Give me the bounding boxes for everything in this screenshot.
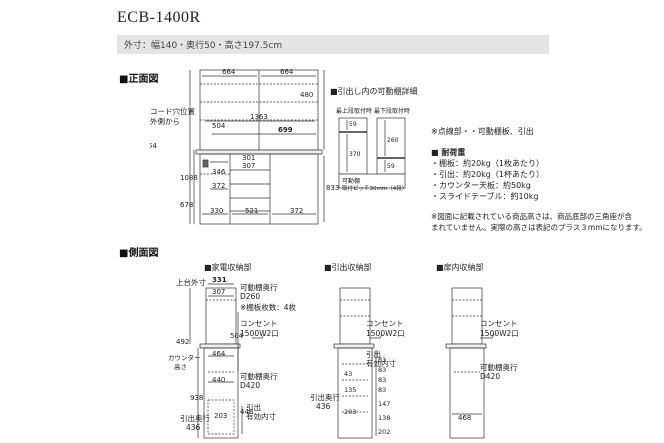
shelf-detail-drawing: 59 370 59 260 (338, 117, 406, 189)
cord-label-2: 外側から (150, 117, 180, 126)
door-storage-title: ■扉内収納部 (436, 263, 484, 272)
lower-shelf-depth-label: 可動棚奥行 (240, 372, 278, 381)
load-title: ■ 耐荷重 (431, 148, 466, 157)
notes-block: ※点線部・・可動棚板、引出 ■ 耐荷重 ・棚板：約20kg（1枚あたり） ・引出… (431, 126, 544, 202)
side-dim-203: 203 (214, 412, 227, 420)
side-dim-464: 464 (212, 350, 226, 358)
appliance-outlet-label: コンセント (240, 319, 278, 328)
appliance-drawer-depth-value: 436 (186, 423, 201, 432)
side-dim-938: 938 (190, 394, 203, 402)
detail-dim-370: 370 (349, 151, 361, 158)
dim-330: 330 (210, 207, 223, 215)
disclaimer-block: ※図面に記載されている商品高さは、商品底部の三角座が含 まれていません。実際の高… (431, 211, 647, 233)
spec-text: 外寸：幅140・奥行50・高さ197.5cm (124, 41, 283, 51)
drawer-dim-202: 202 (378, 428, 390, 436)
drawer-dim-83a: 83 (378, 386, 386, 394)
shelf-depth-value: D260 (240, 292, 261, 301)
detail-dim-260: 260 (387, 137, 399, 144)
detail-dim-59a: 59 (349, 121, 357, 128)
side-dim-504: 504 (230, 332, 244, 340)
appliance-storage-title: ■家電収納部 (204, 263, 252, 272)
drawer-dim-83c: 83 (378, 366, 386, 374)
door-shelf-depth-label: 可動棚奥行 (480, 363, 518, 372)
appliance-side-drawing: 331 307 492 504 464 440 938 203 446 (176, 276, 265, 439)
product-title: ECB-1400R (117, 9, 201, 26)
dim-372-bottom: 372 (290, 207, 303, 215)
door-side-drawing: 468 (445, 287, 495, 439)
dim-699: 699 (278, 126, 293, 134)
upper-mount-label: 最上段取付時 (336, 108, 373, 115)
shelf-count-note: ※棚板枚数：4枚 (240, 303, 297, 312)
drawer-outlet-value: 1500W2口 (366, 329, 405, 338)
lower-mount-label: 最下段取付時 (374, 108, 411, 115)
dim-833: 833 (326, 184, 339, 192)
dim-307: 307 (242, 162, 255, 170)
dim-346: 346 (212, 168, 226, 176)
drawer-side-drawing: 203 135 43 202 138 147 83 83 83 83 (333, 287, 390, 439)
counter-height-label-1: カウンター (168, 354, 201, 362)
appliance-inner-label-2: 有効内寸 (246, 412, 276, 421)
dim-678: 678 (180, 201, 193, 209)
detail-dim-59b: 59 (387, 163, 395, 170)
disclaimer-line-2: まれていません。実際の高さは表記のプラス３mmになります。 (431, 223, 647, 232)
load-item-1: ・棚板：約20kg（1枚あたり） (431, 159, 544, 168)
dim-521: 521 (245, 207, 258, 215)
side-dim-307: 307 (212, 288, 225, 296)
drawer-dim-138: 138 (378, 414, 390, 422)
side-dim-492: 492 (176, 338, 189, 346)
front-view-label: ■正面図 (119, 74, 159, 85)
dotted-note: ※点線部・・可動棚板、引出 (431, 127, 534, 136)
door-dim-468: 468 (458, 414, 471, 422)
dim-301: 301 (242, 154, 255, 162)
dim-54: 54 (150, 142, 157, 150)
dim-372: 372 (212, 182, 225, 190)
drawer-depth-label: 引出奥行 (310, 393, 340, 402)
movable-shelf-label: 可動棚 (342, 178, 361, 185)
drawer-dim-147: 147 (378, 400, 390, 408)
side-dim-440: 440 (212, 376, 225, 384)
door-outlet-value: 1500W2口 (480, 329, 519, 338)
drawer-depth-value: 436 (316, 402, 331, 411)
shelf-detail-title: ■引出し内の可動棚詳細 (330, 87, 418, 96)
door-shelf-depth-value: D420 (480, 372, 501, 381)
spec-bar: 外寸：幅140・奥行50・高さ197.5cm (117, 35, 549, 54)
dim-504: 504 (212, 122, 226, 130)
appliance-outlet-value: 1500W2口 (240, 329, 279, 338)
counter-height-label-2: 高さ (174, 363, 187, 371)
drawer-dim-83d: 83 (378, 356, 386, 364)
dim-480: 480 (300, 91, 313, 99)
mount-pitch-label: 取付ピッチ30mm（4段） (342, 186, 408, 192)
side-dim-446: 446 (240, 408, 254, 416)
load-item-4: ・スライドテーブル：約10kg (431, 192, 539, 201)
drawer-dim-83b: 83 (378, 376, 386, 384)
side-view-label: ■側面図 (119, 248, 159, 259)
front-view-drawing: 664 664 480 1363 699 504 54 1088 678 301… (150, 68, 339, 225)
shelf-depth-label: 可動棚奥行 (240, 283, 278, 292)
cord-label-1: コード穴位置 (150, 107, 195, 116)
drawer-inner-label-1: 引出 (366, 350, 381, 359)
drawer-dim-43: 43 (344, 370, 352, 378)
dim-664-right: 664 (280, 68, 294, 76)
disclaimer-line-1: ※図面に記載されている商品高さは、商品底部の三角座が含 (431, 212, 633, 221)
drawer-dim-203: 203 (344, 408, 356, 416)
dim-664-left: 664 (222, 68, 236, 76)
load-item-2: ・引出：約20kg（1杯あたり） (431, 170, 544, 179)
appliance-drawer-depth-label: 引出奥行 (180, 414, 210, 423)
top-outer-depth-label: 上台外寸 (176, 278, 206, 287)
door-outlet-label: コンセント (480, 319, 518, 328)
drawer-inner-label-2: 有効内寸 (366, 359, 396, 368)
dim-1363: 1363 (250, 113, 268, 121)
drawer-storage-title: ■引出収納部 (324, 263, 372, 272)
drawer-outlet-label: コンセント (366, 319, 404, 328)
lower-shelf-depth-value: D420 (240, 381, 261, 390)
load-item-3: ・カウンター天板：約50kg (431, 181, 531, 190)
side-dim-331: 331 (212, 276, 227, 284)
drawer-dim-135: 135 (344, 386, 356, 394)
appliance-inner-label-1: 引出 (246, 403, 261, 412)
dim-1088: 1088 (180, 174, 198, 182)
